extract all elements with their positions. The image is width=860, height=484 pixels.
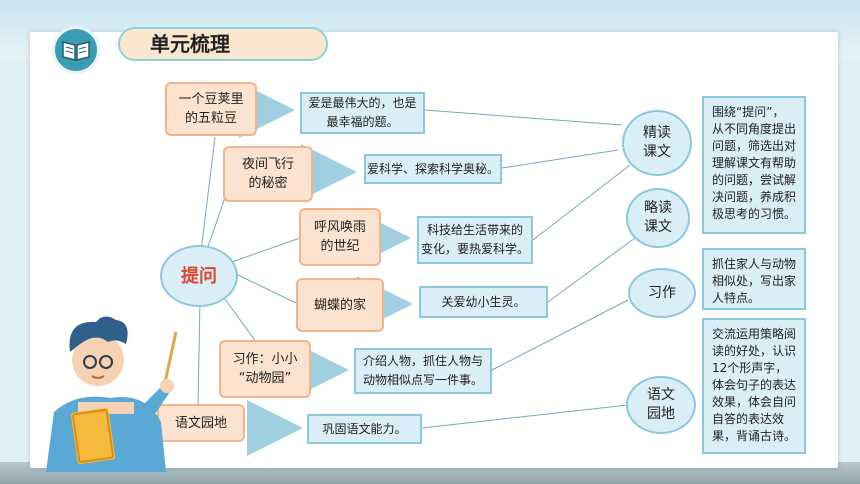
lesson-box-4: 蝴蝶的家	[296, 278, 384, 332]
theme-box-4: 关爱幼小生灵。	[419, 286, 548, 318]
note-intensive-reading: 围绕“提问”，从不同角度提出问题，筛选出对理解课文有帮助的问题，尝试解决问题，养…	[702, 96, 806, 234]
category-intensive-reading: 精读 课文	[622, 110, 692, 176]
lesson-box-3: 呼风唤雨 的世纪	[299, 208, 381, 266]
theme-box-1: 爱是最伟大的，也是 最幸福的题。	[300, 92, 425, 134]
theme-box-6: 巩固语文能力。	[307, 414, 422, 444]
lesson-box-2: 夜间飞行 的秘密	[223, 146, 313, 202]
lesson-box-6: 语文园地	[157, 404, 245, 442]
note-writing: 抓住家人与动物相似处，写出家人特点。	[702, 248, 806, 310]
category-chinese-garden: 语文 园地	[626, 376, 696, 434]
teacher-illustration	[46, 316, 178, 472]
theme-box-3: 科技给生活带来的 变化，要热爱科学。	[417, 216, 533, 264]
theme-box-2: 爱科学、探索科学奥秘。	[364, 154, 502, 184]
page-title: 单元梳理	[118, 27, 328, 61]
note-chinese-garden: 交流运用策略阅读的好处，认识12个形声字，体会句子的表达效果，体会自问自答的表达…	[702, 318, 806, 454]
center-node: 提问	[160, 245, 238, 307]
category-skim-reading: 略读 课文	[626, 188, 690, 248]
theme-box-5: 介绍人物，抓住人物与 动物相似点写一件事。	[354, 348, 492, 394]
lesson-box-5: 习作：小小 “动物园”	[219, 340, 311, 398]
book-icon	[52, 26, 100, 74]
lesson-box-1: 一个豆荚里 的五粒豆	[165, 82, 257, 136]
category-writing: 习作	[628, 268, 696, 318]
